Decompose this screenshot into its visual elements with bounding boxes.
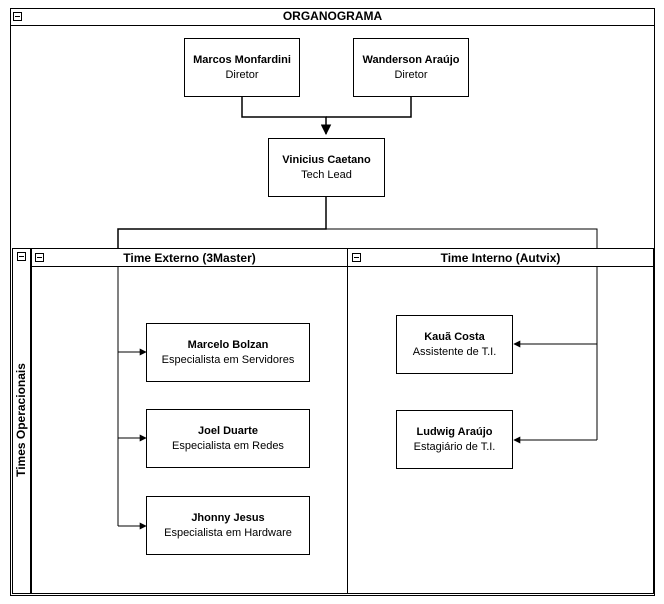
node-marcelo-bolzan[interactable]: Marcelo Bolzan Especialista em Servidore… <box>146 323 310 382</box>
node-name: Jhonny Jesus <box>191 511 265 524</box>
node-role: Assistente de T.I. <box>412 345 497 358</box>
node-role: Diretor <box>225 68 259 81</box>
node-role: Diretor <box>394 68 428 81</box>
operational-teams-header <box>12 248 31 594</box>
node-role: Tech Lead <box>301 168 352 181</box>
node-vinicius-caetano[interactable]: Vinicius Caetano Tech Lead <box>268 138 385 197</box>
node-name: Marcelo Bolzan <box>187 338 269 351</box>
lane-time-interno-header: Time Interno (Autvix) <box>347 248 654 267</box>
node-name: Ludwig Araújo <box>416 425 493 438</box>
node-name: Marcos Monfardini <box>193 53 291 66</box>
node-name: Kauã Costa <box>424 330 485 343</box>
node-name: Wanderson Araújo <box>362 53 460 66</box>
node-wanderson-araujo[interactable]: Wanderson Araújo Diretor <box>353 38 469 97</box>
lane-time-externo-header: Time Externo (3Master) <box>31 248 348 267</box>
edge-lead-split-right <box>326 228 598 248</box>
node-name: Joel Duarte <box>198 424 258 437</box>
node-kaua-costa[interactable]: Kauã Costa Assistente de T.I. <box>396 315 513 374</box>
operational-teams-collapse-button[interactable] <box>17 252 26 261</box>
edge-director1-lead <box>241 96 332 136</box>
node-role: Especialista em Hardware <box>164 526 292 539</box>
lane-time-interno-title: Time Interno (Autvix) <box>440 251 561 265</box>
node-joel-duarte[interactable]: Joel Duarte Especialista em Redes <box>146 409 310 468</box>
node-role: Estagiário de T.I. <box>413 440 496 453</box>
lane-time-externo-title: Time Externo (3Master) <box>123 251 256 265</box>
node-ludwig-araujo[interactable]: Ludwig Araújo Estagiário de T.I. <box>396 410 513 469</box>
lane-time-interno-collapse-button[interactable] <box>352 253 361 262</box>
edge-director2-lead <box>326 96 412 118</box>
node-jhonny-jesus[interactable]: Jhonny Jesus Especialista em Hardware <box>146 496 310 555</box>
node-marcos-monfardini[interactable]: Marcos Monfardini Diretor <box>184 38 300 97</box>
edge-lead-split <box>117 196 327 248</box>
node-name: Vinicius Caetano <box>282 153 371 166</box>
node-role: Especialista em Servidores <box>161 353 295 366</box>
organogram-collapse-button[interactable] <box>13 12 22 21</box>
organogram-title-bar: ORGANOGRAMA <box>10 8 655 26</box>
lane-time-externo-collapse-button[interactable] <box>35 253 44 262</box>
organogram-title: ORGANOGRAMA <box>282 9 383 23</box>
node-role: Especialista em Redes <box>172 439 284 452</box>
